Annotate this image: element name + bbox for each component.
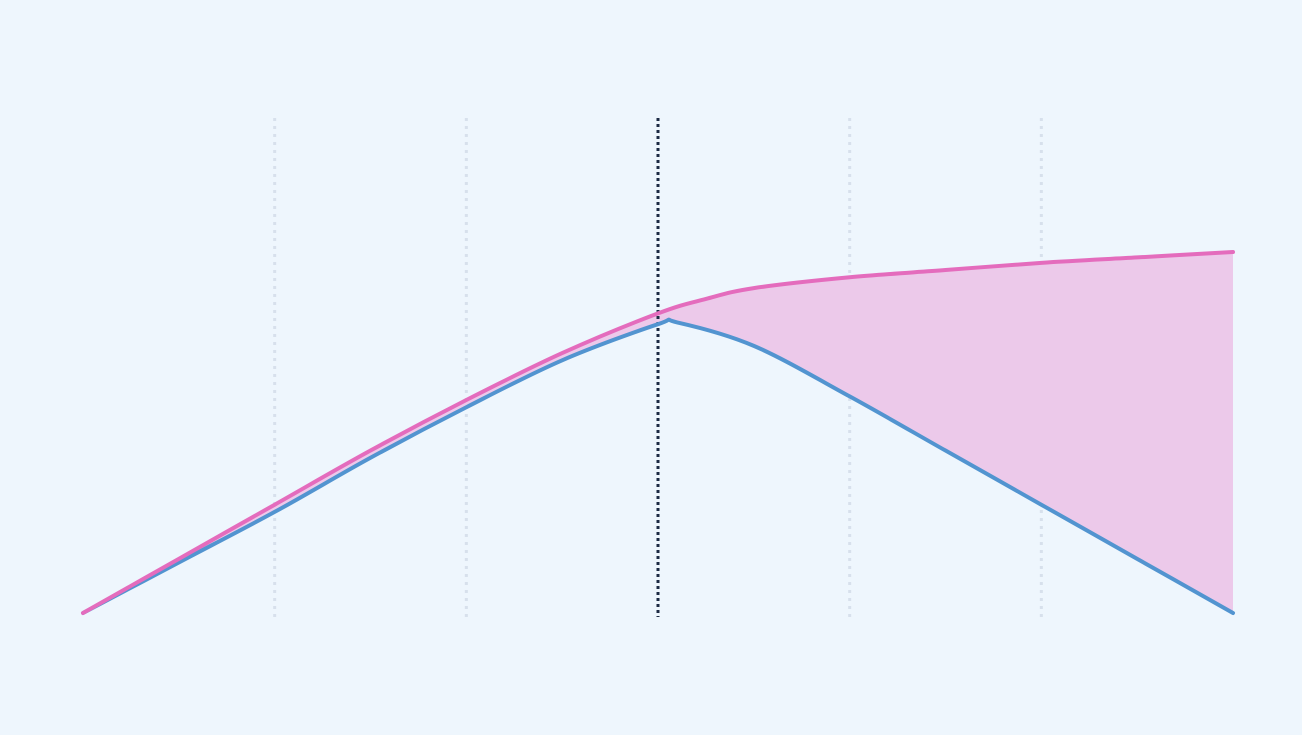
fill-between-area [83,252,1233,613]
fill-layer [83,252,1233,613]
series-layer [81,250,1235,615]
series-blue-line [81,317,1235,615]
series-pink-line [81,250,1235,615]
